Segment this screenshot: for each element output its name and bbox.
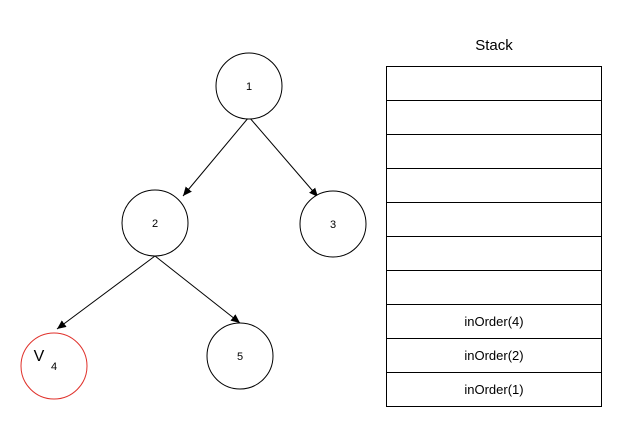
stack-title: Stack <box>475 37 513 54</box>
node-label: 5 <box>237 351 243 363</box>
node-circle <box>299 190 367 258</box>
node-circle <box>215 52 283 120</box>
node-label: 1 <box>246 81 252 93</box>
stack-cell <box>387 67 601 101</box>
tree-node-4: V 4 <box>20 332 88 400</box>
tree-node-5: 5 <box>206 322 274 390</box>
node-label: 2 <box>152 218 158 230</box>
edge-1-3 <box>248 116 319 198</box>
stack-cell <box>387 135 601 169</box>
node-label: 3 <box>330 219 336 231</box>
edge-1-2 <box>182 116 250 197</box>
stack-cell-inorder-2: inOrder(2) <box>387 339 601 373</box>
tree-node-3: 3 <box>299 190 367 258</box>
node-circle-highlighted <box>20 332 88 400</box>
stack-cell <box>387 237 601 271</box>
stack-cell <box>387 101 601 135</box>
stack-cell <box>387 271 601 305</box>
stack-cell-inorder-4: inOrder(4) <box>387 305 601 339</box>
stack-cell <box>387 203 601 237</box>
stack-cell-inorder-1: inOrder(1) <box>464 382 524 397</box>
tree-node-1: 1 <box>215 52 283 120</box>
node-circle <box>121 189 189 257</box>
edge-2-5 <box>154 255 241 324</box>
node-label: 4 <box>51 361 57 373</box>
node-circle <box>206 322 274 390</box>
edge-2-4 <box>56 255 156 330</box>
call-stack: inOrder(4) inOrder(2) inOrder(1) <box>386 66 602 407</box>
tree-node-2: 2 <box>121 189 189 257</box>
visited-mark: V <box>34 348 45 365</box>
stack-cell <box>387 169 601 203</box>
